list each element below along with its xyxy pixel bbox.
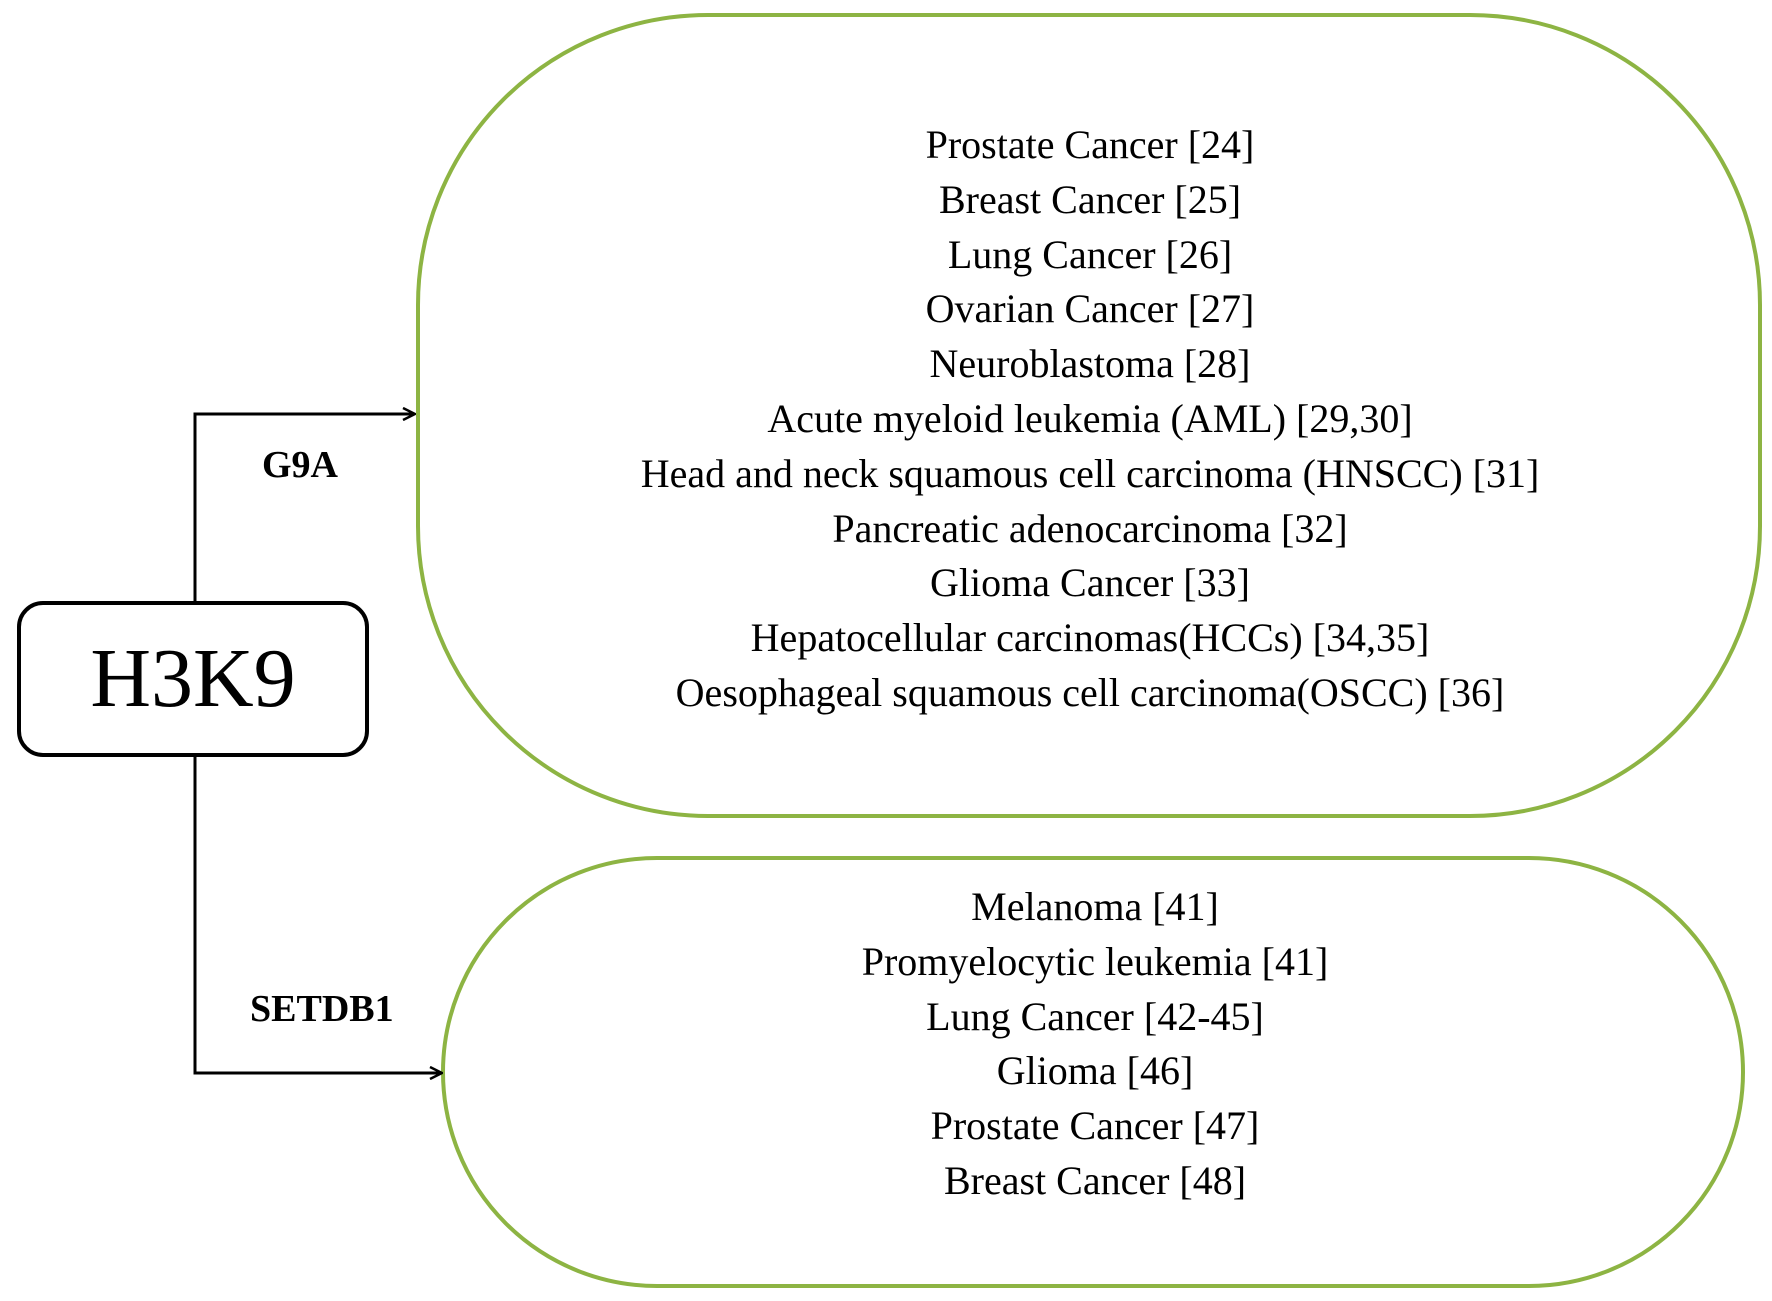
setdb1-connector-arrow	[193, 757, 441, 1073]
setdb1-label: SETDB1	[250, 988, 394, 1030]
list-item: Oesophageal squamous cell carcinoma(OSCC…	[675, 669, 1505, 715]
list-item: Prostate Cancer [47]	[930, 1103, 1260, 1149]
list-item: Ovarian Cancer [27]	[925, 286, 1255, 332]
g9a-label: G9A	[262, 444, 338, 486]
setdb1-container	[441, 856, 1745, 1288]
list-item: Neuroblastoma [28]	[929, 341, 1251, 387]
g9a-connector-arrow	[193, 414, 414, 601]
list-item: Lung Cancer [42-45]	[926, 993, 1264, 1039]
list-item: Prostate Cancer [24]	[925, 122, 1255, 167]
root-label: H3K9	[90, 632, 296, 725]
list-item: Head and neck squamous cell carcinoma (H…	[640, 450, 1540, 496]
list-item: Lung Cancer [26]	[947, 231, 1233, 277]
list-item: Breast Cancer [25]	[938, 176, 1242, 222]
list-item: Glioma [46]	[996, 1048, 1194, 1094]
list-item: Acute myeloid leukemia (AML) [29,30]	[767, 395, 1413, 441]
g9a-cancer-list: Prostate Cancer [24] Breast Cancer [25] …	[500, 118, 1680, 721]
g9a-container	[416, 13, 1762, 818]
list-item: Hepatocellular carcinomas(HCCs) [34,35]	[750, 615, 1430, 661]
list-item: Pancreatic adenocarcinoma [32]	[832, 505, 1348, 551]
list-item: Glioma Cancer [33]	[930, 560, 1250, 606]
setdb1-cancer-list: Melanoma [41] Promyelocytic leukemia [41…	[620, 880, 1570, 1209]
list-item: Breast Cancer [48]	[943, 1157, 1247, 1203]
list-item: Promyelocytic leukemia [41]	[861, 938, 1329, 984]
list-item: Melanoma [41]	[971, 884, 1219, 929]
root-node: H3K9	[17, 601, 369, 757]
